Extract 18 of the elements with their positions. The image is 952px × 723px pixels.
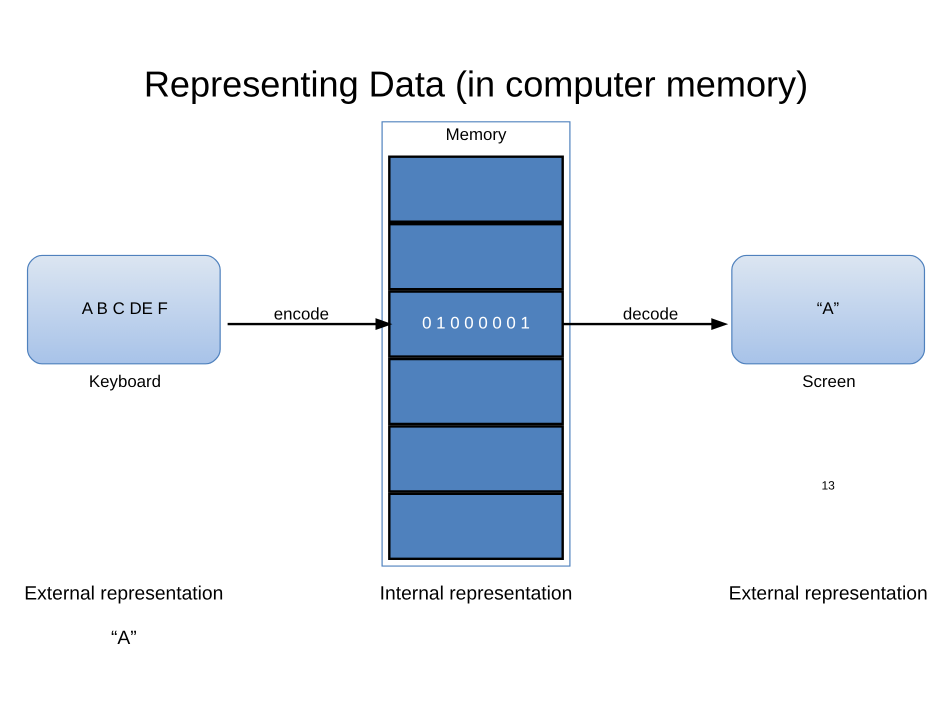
node-box xyxy=(388,155,564,222)
diagram-title: Representing Data (in computer memory) xyxy=(144,63,808,104)
label: External representation xyxy=(728,583,928,604)
label: Internal representation xyxy=(380,583,572,604)
node-box: 0 1 0 0 0 0 0 1 xyxy=(388,290,564,358)
label: 13 xyxy=(821,478,835,492)
node-box xyxy=(388,222,564,290)
label: “A” xyxy=(111,628,137,649)
node-box xyxy=(388,357,564,425)
node-box xyxy=(388,492,564,560)
arrow xyxy=(228,318,392,330)
node-box xyxy=(388,424,564,492)
node-label: Screen xyxy=(802,371,856,390)
edge-label: decode xyxy=(622,304,678,323)
arrow xyxy=(562,318,728,330)
node-label: Keyboard xyxy=(88,371,162,390)
label: External representation xyxy=(24,583,224,604)
edge-label: encode xyxy=(274,304,330,323)
